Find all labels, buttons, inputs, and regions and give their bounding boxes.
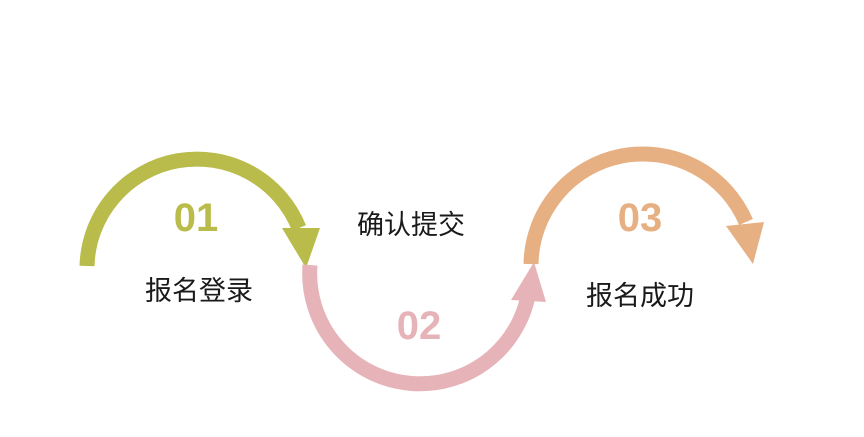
- step-02-arrow: [302, 262, 546, 392]
- step-02-arrowhead: [511, 262, 546, 302]
- step-01-label: 报名登录: [145, 276, 253, 307]
- step-03-label: 报名成功: [586, 281, 694, 312]
- step-03-arrow: [523, 146, 764, 265]
- step-01-arrow: [79, 151, 320, 268]
- step-03-arc: [523, 146, 753, 265]
- step-03-number: 03: [618, 196, 663, 240]
- step-02-arc: [302, 264, 538, 392]
- step-01-arrowhead: [282, 228, 320, 268]
- step-01-number: 01: [174, 196, 219, 240]
- step-02-number: 02: [397, 304, 442, 348]
- step-02-label: 确认提交: [357, 210, 465, 241]
- step-03-arrowhead: [726, 222, 764, 264]
- step-01-arc: [79, 151, 306, 267]
